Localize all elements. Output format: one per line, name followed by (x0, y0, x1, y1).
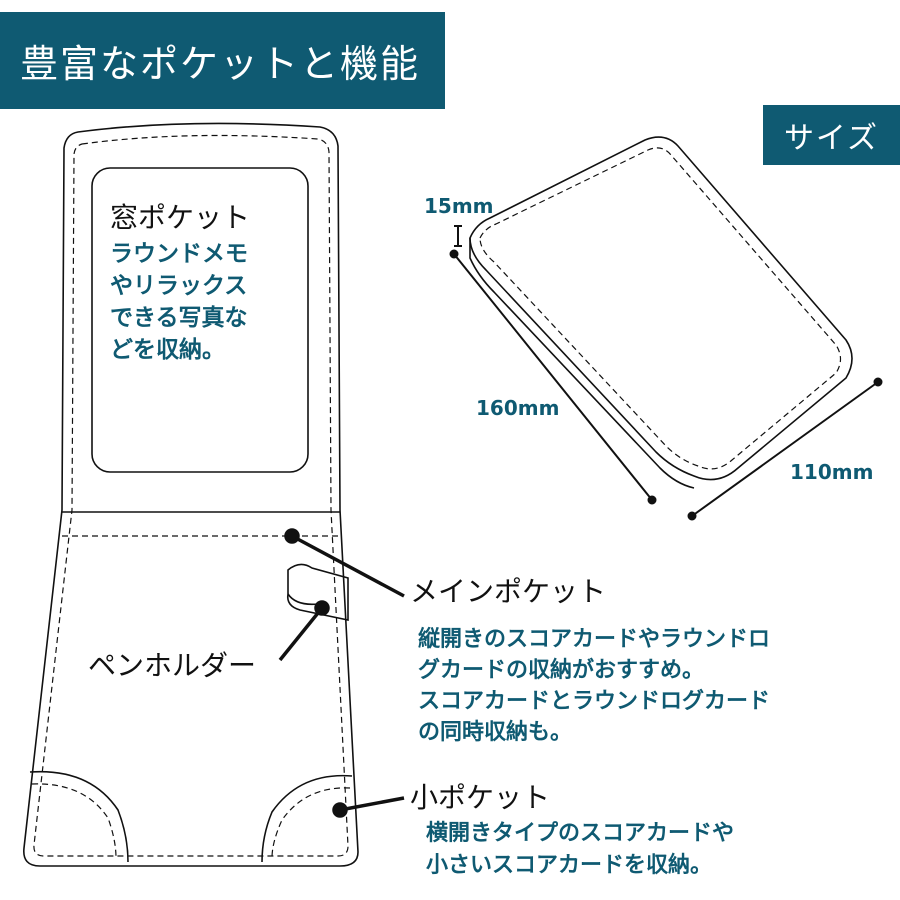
small-pocket-left (29, 770, 129, 863)
small-pocket-line: 小さいスコアカードを収納。 (426, 853, 713, 878)
main-pocket-line: スコアカードとラウンドログカード (418, 689, 771, 714)
size-label: サイズ (783, 121, 880, 156)
page-title: 豊富なポケットと機能 (20, 42, 421, 86)
width-dim-line (691, 381, 879, 517)
window-pocket-line: できる写真な (110, 305, 248, 331)
main-pocket-line: グカードの収納がおすすめ。 (418, 658, 705, 683)
small-pocket-heading: 小ポケット (410, 781, 551, 814)
case-stitching (33, 134, 349, 857)
main-pocket-dot (284, 528, 300, 544)
width-label: 110mm (790, 460, 874, 484)
main-pocket-line: 縦開きのスコアカードやラウンドロ (418, 627, 771, 652)
pen-holder-loop (286, 563, 349, 621)
size-tag: サイズ (763, 105, 900, 165)
length-label: 160mm (476, 396, 560, 420)
window-pocket-line: やリラックス (110, 273, 248, 299)
small-pocket-right (261, 774, 353, 863)
thickness-label: 15mm (424, 194, 494, 218)
length-dim-line (453, 253, 653, 501)
window-pocket-description: ラウンドメモ やリラックス できる写真な どを収納。 (110, 238, 248, 366)
closed-case-outline (469, 136, 853, 481)
main-pocket-line: の同時収納も。 (418, 720, 573, 745)
closed-case-stitching (479, 147, 842, 470)
main-pocket-leader (291, 534, 405, 598)
window-pocket-line: どを収納。 (110, 337, 225, 363)
case-outline (23, 122, 359, 867)
title-banner: 豊富なポケットと機能 (0, 12, 445, 109)
main-pocket-heading: メインポケット (410, 575, 607, 608)
pen-holder-dot (314, 600, 330, 616)
window-pocket-frame (91, 167, 309, 473)
pen-holder-leader (278, 606, 324, 662)
main-pocket-description: 縦開きのスコアカードやラウンドロ グカードの収納がおすすめ。 スコアカードとラウ… (418, 624, 770, 748)
pen-holder-label: ペンホルダー (88, 649, 257, 682)
window-pocket-heading: 窓ポケット (110, 201, 251, 234)
window-pocket-line: ラウンドメモ (110, 241, 248, 267)
small-pocket-description: 横開きタイプのスコアカードや 小さいスコアカードを収納。 (426, 818, 734, 882)
small-pocket-line: 横開きタイプのスコアカードや (426, 821, 735, 846)
small-pocket-dot (332, 802, 348, 818)
small-pocket-leader (339, 796, 405, 812)
